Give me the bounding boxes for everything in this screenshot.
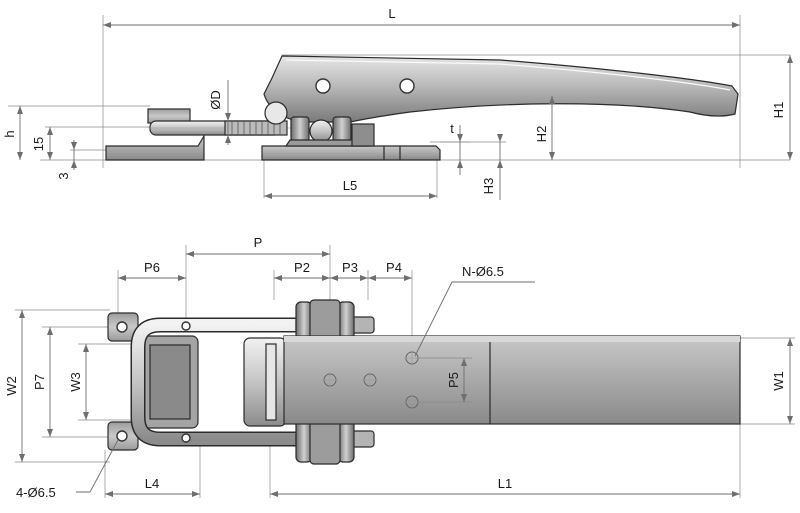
dim-P5-label: P5 bbox=[446, 372, 461, 388]
dim-P-label: P bbox=[254, 235, 263, 250]
dim-W3-label: W3 bbox=[68, 372, 83, 392]
pivot-bar bbox=[243, 337, 287, 427]
handle-top-body bbox=[283, 335, 741, 425]
dim-W1-label: W1 bbox=[771, 371, 786, 391]
dim-L4-label: L4 bbox=[145, 476, 159, 491]
dim-H2-label: H2 bbox=[534, 126, 549, 143]
bracket-side bbox=[351, 123, 375, 147]
dim-P7-label: P7 bbox=[32, 374, 47, 390]
dim-N-holes-label: N-Ø6.5 bbox=[462, 264, 504, 279]
dim-t-label: t bbox=[450, 121, 454, 136]
pivot-hole-1 bbox=[315, 78, 331, 94]
dim-15-label: 15 bbox=[31, 137, 46, 151]
hook-plate bbox=[105, 133, 205, 161]
dim-L1-label: L1 bbox=[498, 476, 512, 491]
dim-W2-label: W2 bbox=[4, 376, 19, 396]
dim-L-label: L bbox=[388, 6, 395, 21]
dim-P6-label: P6 bbox=[144, 260, 160, 275]
top-view: P P6 P2 P3 P4 N-Ø6.5 W2 P7 bbox=[4, 235, 795, 500]
clevis-bottom bbox=[309, 417, 341, 465]
rod-eye bbox=[264, 101, 288, 125]
dim-3-label: 3 bbox=[56, 172, 71, 179]
dim-D-label: ØD bbox=[208, 90, 223, 110]
mount-hole-2 bbox=[116, 430, 128, 442]
dim-h-label: h bbox=[2, 130, 17, 137]
dim-4-holes-label: 4-Ø6.5 bbox=[16, 485, 56, 500]
rod-end-hole-1 bbox=[181, 321, 191, 331]
dim-P3-label: P3 bbox=[342, 260, 358, 275]
base-mount-holes bbox=[322, 350, 420, 410]
side-view: L ØD h 15 3 t H2 H1 bbox=[2, 6, 793, 200]
bracket-pin bbox=[309, 119, 333, 143]
dim-P2-label: P2 bbox=[294, 260, 310, 275]
dim-L5-label: L5 bbox=[343, 178, 357, 193]
pivot-hole-2 bbox=[399, 78, 415, 94]
nut-left bbox=[290, 116, 310, 142]
dim-H3-label: H3 bbox=[481, 178, 496, 195]
dim-P4-label: P4 bbox=[386, 260, 402, 275]
mount-hole-1 bbox=[116, 321, 128, 333]
pivot-slot bbox=[265, 343, 277, 421]
dim-H1-label: H1 bbox=[771, 102, 786, 119]
rod-end-hole-2 bbox=[181, 433, 191, 443]
hook-frame-inner bbox=[149, 344, 191, 420]
handle-upper-edge bbox=[285, 59, 731, 91]
base-plate bbox=[261, 145, 441, 161]
nut-right bbox=[332, 116, 352, 142]
lever-handle bbox=[263, 55, 739, 123]
